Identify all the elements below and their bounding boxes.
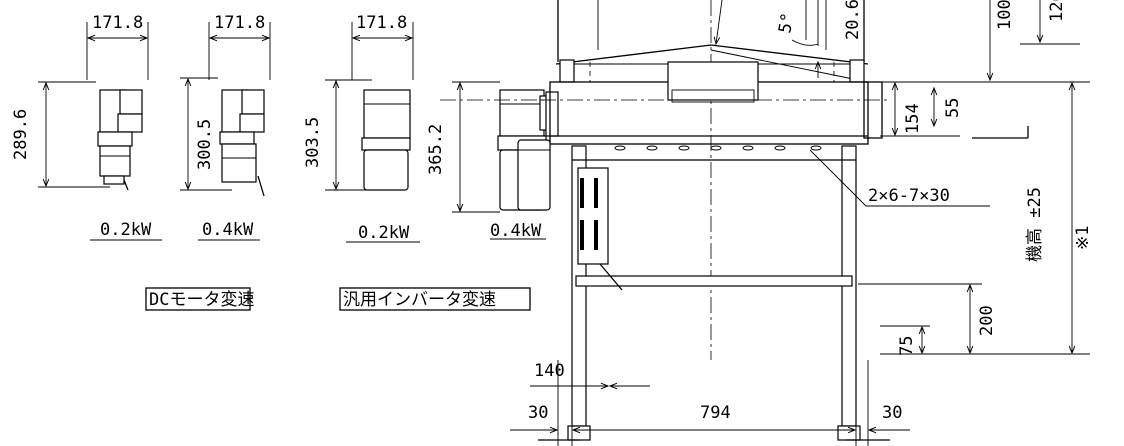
dc-group-label: DCモータ変速 <box>149 290 254 310</box>
dim-200: 200 <box>977 305 997 336</box>
motor-power-label: 0.2kW <box>100 220 152 240</box>
motor-width-dim: 171.8 <box>92 13 143 33</box>
motor-power-label: 0.4kW <box>202 220 254 240</box>
note-mark: ※1 <box>1073 226 1093 250</box>
dim-794: 794 <box>700 403 731 423</box>
conveyor-front-view <box>440 0 890 441</box>
dc-group-box <box>145 287 251 311</box>
conveyor-dimensions: 5° 20.6 100 120 154 55 機高 ±25 ※1 200 <box>510 0 1093 446</box>
motor-width-dim: 171.8 <box>214 13 265 33</box>
motor-height-dim: 300.5 <box>195 119 215 170</box>
dim-30-left: 30 <box>528 403 548 423</box>
inverter-group-box <box>339 287 531 311</box>
motor-power-label: 0.2kW <box>358 223 410 243</box>
motor-height-dim: 289.6 <box>11 109 31 160</box>
motor-view-inv-02kw: 171.8 303.5 0.2kW <box>303 13 420 243</box>
machine-height-dim: 機高 ±25 <box>1025 187 1045 262</box>
dim-55: 55 <box>943 98 963 118</box>
dim-140: 140 <box>534 361 565 381</box>
inverter-group-label: 汎用インバータ変速 <box>343 290 496 310</box>
dim-100: 100 <box>995 0 1015 30</box>
angle-dim: 5° <box>775 11 798 35</box>
dim-75: 75 <box>897 336 917 356</box>
dim-120: 120 <box>1047 0 1067 22</box>
motor-height-dim: 365.2 <box>426 124 446 175</box>
holes-callout: 2×6-7×30 <box>868 186 950 206</box>
motor-view-dc-04kw: 171.8 300.5 0.4kW <box>180 13 271 241</box>
dim-20-6: 20.6 <box>843 0 863 40</box>
motor-view-dc-02kw: 171.8 289.6 0.2kW <box>11 13 162 241</box>
motor-height-dim: 303.5 <box>303 117 323 168</box>
motor-width-dim: 171.8 <box>356 13 407 33</box>
motor-power-label: 0.4kW <box>490 221 542 241</box>
dim-30-right: 30 <box>882 403 902 423</box>
dim-154: 154 <box>903 103 923 134</box>
